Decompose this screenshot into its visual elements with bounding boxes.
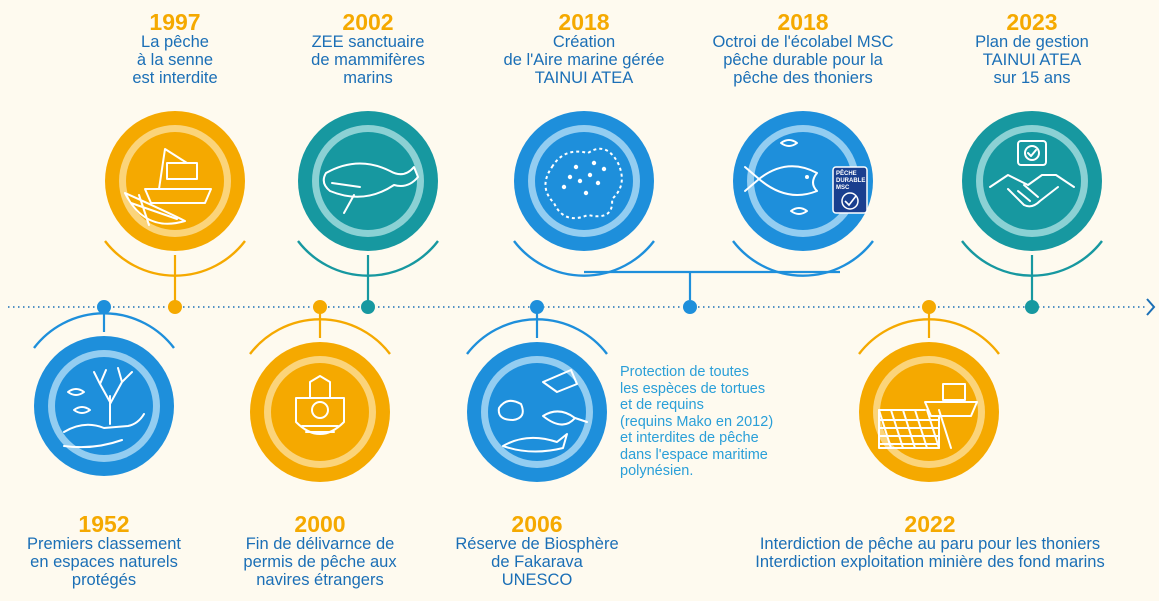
medallion-inner: [754, 132, 852, 230]
event-description-line: à la senne: [136, 51, 214, 69]
event-description-line: Octroi de l'écolabel MSC: [712, 33, 894, 51]
island-map-icon: [544, 147, 623, 219]
event-description-line: La pêche: [141, 33, 209, 51]
event-description-line: navires étrangers: [256, 571, 384, 589]
event-year: 1997: [149, 9, 201, 35]
medallion-top-0: [104, 111, 246, 314]
outer-arc: [249, 318, 391, 355]
medallion-bottom-0: [33, 300, 175, 476]
medallion-inner: [55, 357, 153, 455]
event-year: 2002: [342, 9, 394, 35]
medallion-inner: [319, 132, 417, 230]
event-description-line: pêche durable pour la: [723, 51, 883, 69]
protection-note-line: dans l'espace maritime: [620, 446, 768, 463]
seine-fishing-boat-icon: [124, 148, 212, 226]
timeline-dot: [168, 300, 182, 314]
protection-note-line: polynésien.: [620, 463, 694, 479]
msc-badge-text: MSC: [836, 185, 850, 191]
medallion-bottom-3: [858, 300, 1000, 482]
event-description-line: Création: [552, 33, 616, 51]
outer-arc: [466, 318, 608, 355]
event-description-line: est interdite: [132, 69, 218, 87]
event-description-line: Premiers classement: [26, 535, 182, 553]
whale-icon: [322, 162, 419, 214]
event-description-line: marins: [343, 69, 393, 87]
event-description-line: TAINUI ATEA: [534, 69, 634, 87]
event-year: 2006: [511, 511, 563, 537]
coral-hand-icon: [63, 367, 145, 449]
outer-arc: [297, 240, 439, 277]
event-description-line: permis de pêche aux: [243, 553, 397, 571]
outer-arc: [513, 240, 655, 277]
medallion-bottom-1: [249, 300, 391, 482]
medallion-bottom-2: [466, 300, 608, 482]
event-description-line: en espaces naturels: [30, 553, 178, 571]
protection-note-line: les espèces de tortues: [620, 380, 766, 397]
msc-badge-text: PÊCHE: [836, 169, 857, 177]
event-year: 2022: [904, 511, 956, 537]
marine-life-icon: [497, 369, 588, 453]
event-description-line: de Fakarava: [491, 553, 583, 571]
event-description-line: ZEE sanctuaire: [311, 33, 425, 51]
event-year: 1952: [78, 511, 130, 537]
medallion-inner: [271, 363, 369, 461]
event-year: 2023: [1006, 9, 1058, 35]
handshake-plan-icon: [989, 140, 1075, 208]
msc-badge-text: DURABLE: [836, 178, 865, 184]
tuna-boat-net-icon: [878, 383, 978, 449]
event-description-line: de l'Aire marine gérée: [503, 51, 665, 69]
event-description-line: sur 15 ans: [993, 69, 1071, 87]
medallion-top-1: [297, 111, 439, 314]
timeline-dot: [530, 300, 544, 314]
outer-arc: [104, 240, 246, 277]
event-description-line: Interdiction de pêche au paru pour les t…: [759, 535, 1101, 553]
event-description-line: TAINUI ATEA: [982, 51, 1082, 69]
timeline-dot: [313, 300, 327, 314]
event-year: 2018: [777, 9, 829, 35]
outer-arc: [858, 318, 1000, 355]
polynesia-emblem-icon: [295, 375, 345, 435]
medallion-top-4: [961, 111, 1103, 314]
event-description-line: protégés: [71, 571, 137, 589]
timeline-dot: [1025, 300, 1039, 314]
protection-note-line: Protection de toutes: [620, 364, 749, 380]
outer-arc: [961, 240, 1103, 277]
event-description-line: de mammifères: [311, 51, 425, 69]
bracket-2018: [584, 270, 840, 300]
timeline-dot: [97, 300, 111, 314]
protection-note-line: et interdites de pêche: [620, 430, 759, 446]
event-description-line: Fin de délivarnce de: [245, 535, 395, 553]
timeline-dot: [922, 300, 936, 314]
event-year: 2000: [294, 511, 346, 537]
event-description-line: Plan de gestion: [975, 33, 1089, 51]
event-description-line: pêche des thoniers: [733, 69, 873, 87]
event-description-line: UNESCO: [501, 571, 573, 589]
protection-note-line: (requins Mako en 2012): [620, 413, 774, 430]
medallion-top-2: [513, 111, 697, 314]
medallion-inner: [535, 132, 633, 230]
event-year: 2018: [558, 9, 610, 35]
event-description-line: Réserve de Biosphère: [455, 535, 619, 553]
medallion-inner: [488, 363, 586, 461]
timeline-dot: [361, 300, 375, 314]
protection-note-line: et de requins: [620, 397, 704, 413]
timeline-arrow-icon: [1146, 298, 1156, 316]
event-description-line: Interdiction exploitation minière des fo…: [755, 553, 1105, 571]
outer-arc: [732, 240, 874, 277]
timeline-dot: [683, 300, 697, 314]
